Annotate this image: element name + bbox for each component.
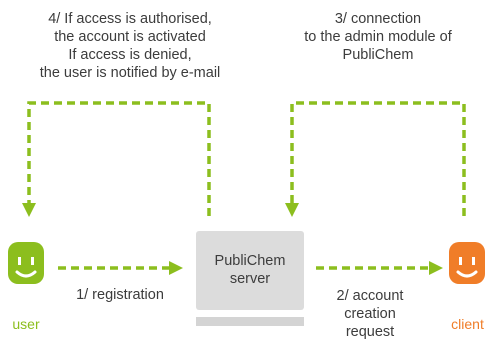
arrow-client-to-server: [285, 101, 466, 217]
server-base: [196, 317, 304, 326]
step3-label: 3/ connection to the admin module of Pub…: [304, 11, 452, 63]
server-box: [196, 231, 304, 310]
user-label: user: [12, 316, 40, 332]
step4-label: 4/ If access is authorised, the account …: [39, 11, 221, 81]
step1-label: 1/ registration: [76, 287, 164, 303]
user-face-icon: [8, 242, 44, 284]
server-label: PubliChem server: [214, 253, 286, 287]
step2-label: 2/ account creation request: [336, 288, 404, 340]
client-label: client: [451, 316, 484, 332]
arrow-server-to-user: [22, 101, 211, 217]
client-face-icon: [449, 242, 485, 284]
